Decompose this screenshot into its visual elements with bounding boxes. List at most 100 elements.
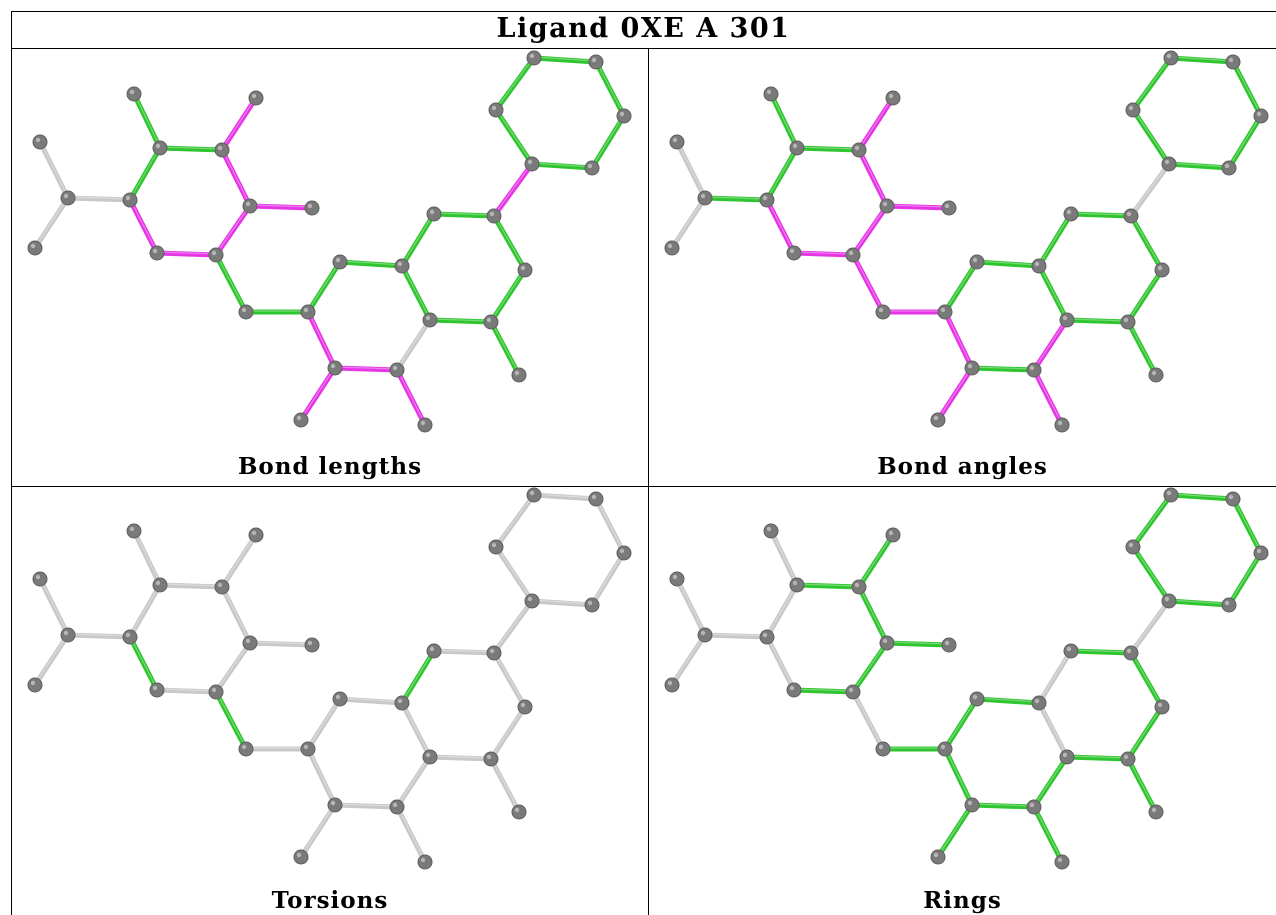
atom-0-shine [35, 574, 41, 580]
phenyl-bond-2-highlight [595, 60, 625, 116]
atom-16 [422, 312, 438, 328]
bond-28-highlight [1130, 599, 1170, 653]
atom-6-shine [217, 582, 223, 588]
atom-31-shine [1164, 596, 1170, 602]
atom-18 [964, 797, 980, 813]
bond-6-highlight [796, 583, 860, 587]
atom-26 [1125, 102, 1141, 118]
panel-rings: Rings [649, 487, 1276, 915]
atom-29 [1253, 108, 1269, 124]
bond-26 [1064, 317, 1131, 325]
phenyl-bond-2 [1230, 496, 1264, 556]
bond-8 [884, 640, 952, 648]
atom-18-shine [330, 363, 336, 369]
bond-20 [298, 802, 338, 860]
atom-22-shine [1126, 648, 1132, 654]
bond-2 [702, 632, 770, 640]
atom-23-shine [1157, 702, 1163, 708]
bond-0-highlight [676, 577, 706, 635]
bond-24-highlight [1130, 214, 1163, 270]
phenyl-bond-3-highlight [591, 551, 625, 605]
column-divider [648, 49, 649, 915]
bond-24-highlight [493, 651, 526, 707]
atom-23 [517, 699, 533, 715]
atom-11-shine [789, 685, 795, 691]
atom-24-shine [486, 317, 492, 323]
atom-27 [1163, 487, 1179, 503]
bond-18 [969, 365, 1037, 373]
bond-12-highlight [215, 253, 247, 312]
bond-19-highlight [944, 747, 973, 805]
atom-2-shine [667, 243, 673, 249]
atom-20-shine [1057, 857, 1063, 863]
atom-8 [242, 635, 258, 651]
atom-12 [875, 304, 891, 320]
atom-8 [879, 635, 895, 651]
atom-28 [588, 54, 604, 70]
atom-31 [524, 593, 540, 609]
phenyl-bond-0-highlight [1132, 56, 1172, 110]
bond-23-highlight [1070, 212, 1132, 216]
phenyl-bond-5 [493, 544, 535, 604]
atom-20-shine [1057, 420, 1063, 426]
bond-26 [427, 317, 494, 325]
atom-10-shine [211, 687, 217, 693]
atom-22-shine [1126, 211, 1132, 217]
atom-4 [789, 577, 805, 593]
atom-14 [969, 254, 985, 270]
atom-17 [1026, 362, 1042, 378]
bond-4 [856, 532, 896, 590]
atom-16-shine [1062, 752, 1068, 758]
atom-20-shine [420, 420, 426, 426]
bond-5 [764, 145, 800, 203]
atom-26-shine [1128, 542, 1134, 548]
atom-22 [486, 208, 502, 224]
bond-1-highlight [671, 196, 706, 248]
phenyl-bond-5-highlight [495, 108, 533, 164]
phenyl-bond-0-highlight [495, 56, 535, 110]
bond-17-highlight [396, 755, 431, 807]
atom-15-shine [397, 698, 403, 704]
bond-0-highlight [39, 577, 69, 635]
atom-4 [789, 140, 805, 156]
atom-22 [486, 645, 502, 661]
phenyl-bond-1 [1168, 55, 1236, 65]
atom-6-shine [854, 145, 860, 151]
atom-28-shine [591, 57, 597, 63]
bond-1-highlight [34, 196, 69, 248]
bond-16-highlight [1038, 264, 1068, 320]
atom-21 [426, 206, 442, 222]
bond-26-highlight [1066, 318, 1129, 322]
atom-29-shine [1256, 111, 1262, 117]
bond-15 [337, 259, 405, 269]
bond-20 [935, 802, 975, 860]
phenyl-bond-3 [589, 550, 627, 608]
phenyl-bond-0 [1130, 492, 1174, 550]
atom-17 [389, 799, 405, 815]
atom-9-shine [944, 203, 950, 209]
atom-21 [1063, 643, 1079, 659]
atom-15 [1031, 258, 1047, 274]
bond-8-highlight [249, 641, 313, 645]
bond-11-highlight [766, 635, 795, 690]
bond-2-highlight [67, 633, 131, 637]
atom-5-shine [766, 526, 772, 532]
atom-17-shine [1029, 802, 1035, 808]
phenyl-bond-4 [529, 598, 595, 608]
bond-23-highlight [433, 649, 495, 653]
atom-7-shine [888, 530, 894, 536]
phenyl-bond-1-highlight [533, 493, 597, 499]
bond-21-highlight [396, 805, 426, 862]
atom-20 [417, 417, 433, 433]
phenyl-bond-0-highlight [1132, 493, 1172, 547]
bond-23 [431, 211, 497, 219]
atom-25-shine [514, 370, 520, 376]
bond-27 [1125, 756, 1159, 815]
bond-14-highlight [944, 260, 978, 312]
bond-26 [427, 754, 494, 762]
bond-12-highlight [852, 253, 884, 312]
bond-11 [127, 197, 160, 256]
atom-2-shine [667, 680, 673, 686]
bond-27-highlight [490, 320, 520, 375]
atom-30-shine [1224, 600, 1230, 606]
